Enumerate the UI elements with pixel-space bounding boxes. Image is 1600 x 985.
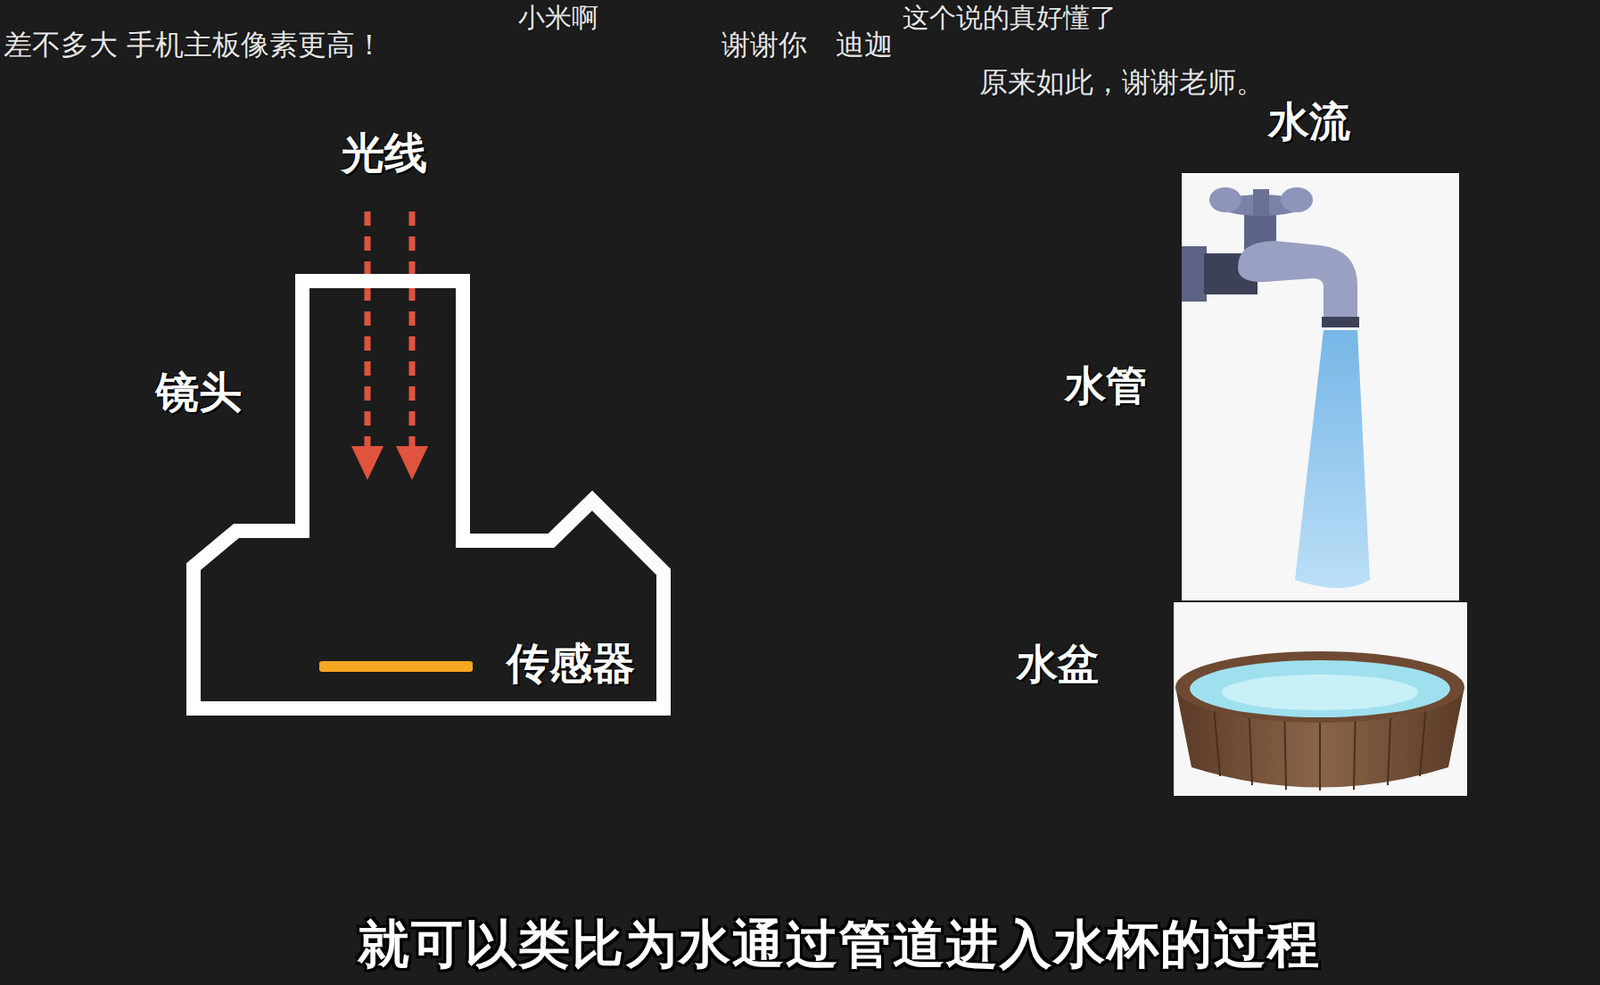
part-label: 水盆 <box>1016 640 1099 688</box>
part-label: 水管 <box>1064 362 1147 410</box>
water-stream <box>1294 329 1370 588</box>
part-label: 水流 <box>1268 98 1351 146</box>
camera-outline <box>193 280 664 709</box>
light-rays <box>367 211 413 446</box>
part-label: 镜头 <box>156 367 242 417</box>
danmaku-comment: 原来如此，谢谢老师。 <box>979 65 1265 99</box>
part-label: 传感器 <box>506 638 636 688</box>
ray-heads <box>351 445 429 480</box>
danmaku-comment: 谢谢你 迪迦 <box>721 28 893 62</box>
faucet <box>1181 187 1360 328</box>
part-label: 光线 <box>341 128 428 178</box>
faucet-panel <box>1181 173 1460 601</box>
danmaku-comment: 这个说的真好懂了 <box>902 2 1117 34</box>
basin <box>1175 651 1465 791</box>
sensor-bar <box>319 660 473 672</box>
danmaku-comment: 小米啊 <box>518 2 599 34</box>
basin-panel <box>1173 602 1468 796</box>
danmaku-comment: 差不多大 手机主板像素更高！ <box>3 28 384 62</box>
subtitle-caption: 就可以类比为水通过管道进入水杯的过程 <box>357 914 1321 974</box>
